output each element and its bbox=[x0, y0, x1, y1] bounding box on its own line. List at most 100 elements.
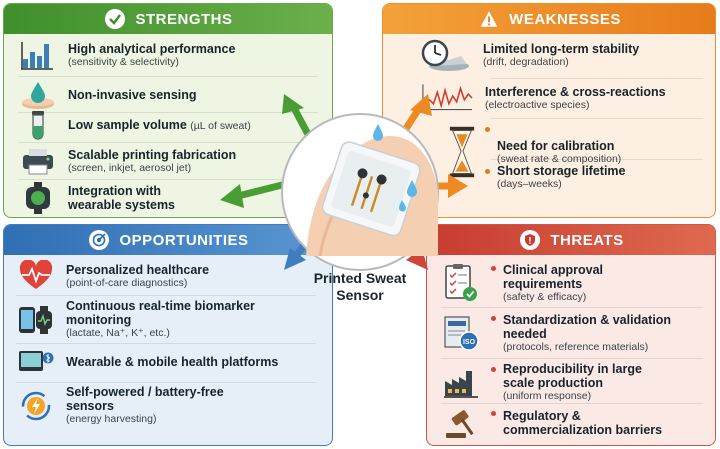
bullet-dot bbox=[491, 367, 496, 372]
threat-item: Regulatory & commercialization barriers bbox=[441, 406, 683, 440]
threat-main: Clinical approval requirements bbox=[503, 262, 604, 291]
iso-standard-icon: ISO bbox=[441, 311, 481, 355]
threat-main: Reproducibility in large scale productio… bbox=[503, 362, 642, 390]
weakness-main: Interference & cross-reactions bbox=[485, 84, 666, 99]
weakness-item: Interference & cross-reactions (electroa… bbox=[419, 81, 666, 115]
weakness-item: Limited long-term stability (drift, degr… bbox=[413, 38, 639, 72]
weakness-main: Limited long-term stability bbox=[483, 41, 640, 56]
strengths-panel: STRENGTHS High analytical performance (s… bbox=[3, 3, 333, 218]
strength-main: Scalable printing fabrication bbox=[68, 147, 237, 162]
divider bbox=[441, 403, 703, 404]
weakness-sub: (electroactive species) bbox=[485, 98, 590, 111]
center-label: Printed Sweat Sensor bbox=[313, 270, 407, 303]
divider bbox=[491, 118, 703, 119]
opportunities-header: OPPORTUNITIES bbox=[4, 225, 332, 255]
bar-chart-icon bbox=[18, 38, 58, 72]
divider bbox=[18, 179, 318, 180]
threats-header: THREATS bbox=[427, 225, 715, 255]
threat-sub: (protocols, reference materials) bbox=[503, 340, 649, 353]
wearable-patch-icon bbox=[18, 181, 58, 215]
threat-item: Clinical approval requirements (safety &… bbox=[441, 261, 653, 305]
bullet-dot bbox=[485, 169, 490, 174]
strength-item: Scalable printing fabrication (screen, i… bbox=[18, 144, 236, 178]
arrow-strengths-up bbox=[282, 94, 314, 140]
divider bbox=[18, 142, 318, 143]
opportunities-title: OPPORTUNITIES bbox=[119, 231, 249, 249]
checklist-icon bbox=[441, 261, 481, 305]
weakness-sub: (drift, degradation) bbox=[483, 55, 569, 68]
divider bbox=[16, 343, 316, 344]
strength-main: Low sample volume (µL of sweat) bbox=[68, 117, 251, 132]
sensor-patch bbox=[321, 141, 421, 237]
strength-sub: (sensitivity & selectivity) bbox=[68, 55, 179, 68]
threat-sub: (safety & efficacy) bbox=[503, 290, 587, 303]
strengths-title: STRENGTHS bbox=[135, 10, 233, 28]
divider bbox=[491, 78, 703, 79]
skin-drop-icon bbox=[18, 78, 58, 112]
opportunity-main: Wearable & mobile health platforms bbox=[66, 355, 279, 369]
opportunity-main: Self-powered / battery-free sensors bbox=[66, 385, 224, 413]
divider bbox=[18, 112, 318, 113]
strength-main: Integration with wearable systems bbox=[68, 184, 176, 212]
shield-alert-icon bbox=[520, 230, 541, 250]
divider bbox=[491, 159, 703, 160]
opportunity-item: Personalized healthcare (point-of-care d… bbox=[16, 259, 209, 293]
opportunity-sub: (energy harvesting) bbox=[66, 413, 157, 425]
threats-panel: THREATS Clinical approval requirements (… bbox=[426, 224, 716, 446]
opportunity-sub: (lactate, Na⁺, K⁺, etc.) bbox=[66, 327, 170, 339]
tablet-bluetooth-icon bbox=[16, 345, 56, 379]
strength-item: High analytical performance (sensitivity… bbox=[18, 38, 235, 72]
opportunity-main: Continuous real-time biomarker monitorin… bbox=[66, 299, 255, 327]
bullet-dot bbox=[485, 127, 490, 132]
strength-sub: (screen, inkjet, aerosol jet) bbox=[68, 161, 192, 174]
divider bbox=[18, 76, 318, 77]
threats-title: THREATS bbox=[550, 231, 624, 249]
weakness-main: Need for calibration bbox=[497, 138, 615, 153]
factory-icon bbox=[441, 366, 481, 400]
weakness-item: Short storage lifetime (days–weeks) bbox=[485, 164, 626, 191]
iso-badge-text: ISO bbox=[463, 339, 476, 346]
threat-sub: (uniform response) bbox=[503, 390, 592, 402]
weaknesses-title: WEAKNESSES bbox=[509, 10, 621, 28]
opportunity-main: Personalized healthcare bbox=[66, 262, 210, 277]
strength-main: Non-invasive sensing bbox=[68, 88, 197, 102]
strengths-header: STRENGTHS bbox=[4, 4, 332, 34]
threat-item: ISO Standardization & validation needed … bbox=[441, 311, 673, 355]
strength-item: Non-invasive sensing bbox=[18, 78, 197, 112]
divider bbox=[441, 358, 703, 359]
checkmark-icon bbox=[105, 9, 126, 29]
test-tube-icon bbox=[18, 108, 58, 142]
opportunities-panel: OPPORTUNITIES Personalized healthcare (p… bbox=[3, 224, 333, 446]
opportunity-sub: (point-of-care diagnostics) bbox=[66, 276, 188, 289]
strength-item: Low sample volume (µL of sweat) bbox=[18, 108, 251, 142]
gavel-icon bbox=[441, 406, 481, 440]
sweat-drop-icon bbox=[399, 200, 406, 212]
energy-harvest-icon bbox=[16, 389, 56, 423]
strength-main: High analytical performance bbox=[68, 41, 236, 56]
clock-icon bbox=[413, 38, 473, 72]
divider bbox=[16, 295, 316, 296]
strength-item: Integration with wearable systems bbox=[18, 181, 198, 215]
sweat-drop-icon bbox=[407, 180, 417, 197]
warning-icon bbox=[479, 9, 499, 29]
opportunity-item: Wearable & mobile health platforms bbox=[16, 345, 278, 379]
target-icon bbox=[89, 230, 110, 250]
opportunity-item: Self-powered / battery-free sensors (ene… bbox=[16, 385, 256, 426]
center-illustration bbox=[220, 94, 468, 271]
divider bbox=[441, 307, 703, 308]
printer-icon bbox=[18, 144, 58, 178]
threat-main: Standardization & validation needed bbox=[503, 312, 672, 341]
bullet-dot bbox=[491, 411, 496, 416]
divider bbox=[16, 382, 316, 383]
weakness-sub: (days–weeks) bbox=[497, 178, 562, 190]
threat-item: Reproducibility in large scale productio… bbox=[441, 362, 673, 403]
opportunity-item: Continuous real-time biomarker monitorin… bbox=[16, 299, 266, 340]
sweat-drop-icon bbox=[373, 124, 383, 141]
weakness-sub: (sweat rate & composition) bbox=[497, 152, 622, 165]
weaknesses-header: WEAKNESSES bbox=[383, 4, 715, 34]
heart-health-icon bbox=[16, 259, 56, 293]
weakness-item: Need for calibration (sweat rate & compo… bbox=[447, 122, 621, 182]
bullet-dot bbox=[491, 266, 496, 271]
hourglass-icon bbox=[447, 122, 477, 182]
bullet-dot bbox=[491, 316, 496, 321]
